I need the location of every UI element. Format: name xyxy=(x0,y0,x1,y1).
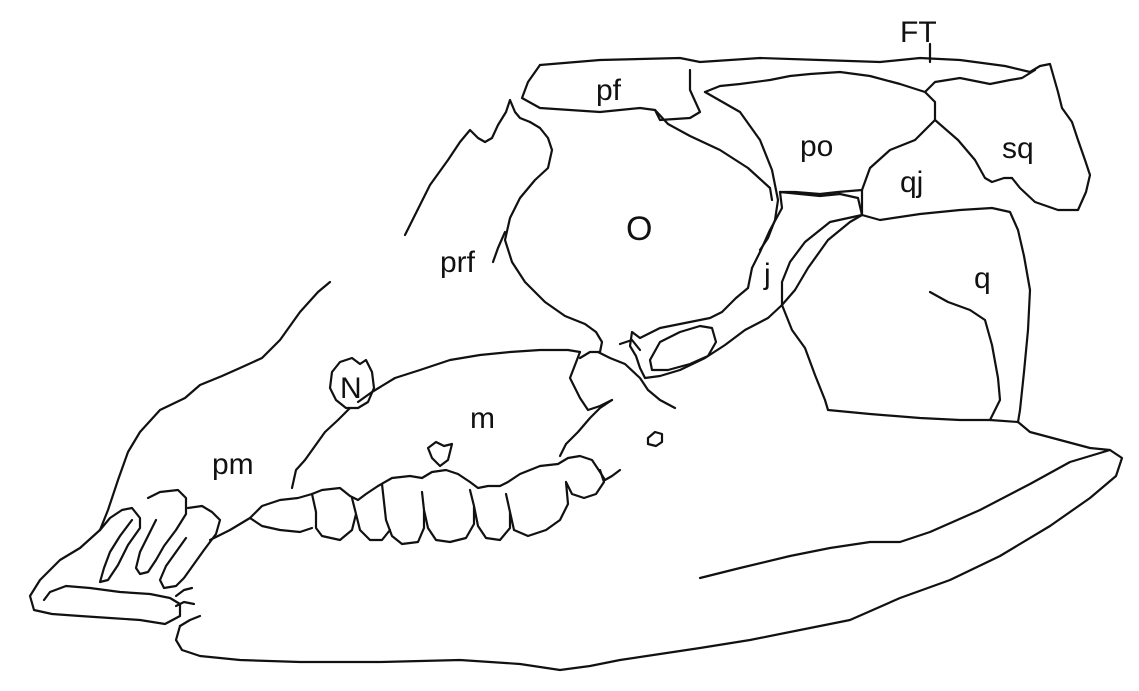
label-jugal: j xyxy=(763,258,771,291)
maxilla-tooth-marker xyxy=(428,442,452,466)
maxilla-dorsal-suture xyxy=(358,350,580,402)
label-postorbital: po xyxy=(800,130,833,163)
label-quadrate: q xyxy=(974,262,991,295)
label-squamosal: sq xyxy=(1002,132,1034,165)
quadratojugal-outline xyxy=(862,190,1030,422)
prefrontal-suture xyxy=(493,232,505,262)
frontal-notch xyxy=(925,70,1035,92)
tooth-row xyxy=(250,456,620,532)
canine-tusk xyxy=(30,530,180,624)
squamosal-outline xyxy=(935,120,1012,182)
quadrate-ridge xyxy=(930,292,1000,420)
label-prefrontal: prf xyxy=(440,246,476,279)
label-frontal-tip: FT xyxy=(900,16,937,49)
small-foramen xyxy=(648,432,662,446)
mandible-outline xyxy=(176,422,1122,670)
maxilla-jugal-suture xyxy=(570,352,612,410)
lacrimal-foramen xyxy=(650,326,716,370)
tooth-outlines xyxy=(312,470,604,544)
premaxilla-maxilla-suture xyxy=(292,408,350,488)
label-orbit: O xyxy=(626,210,652,248)
label-naris: N xyxy=(340,372,362,405)
snout-dorsal-outline xyxy=(100,282,330,530)
postorbital-front-edge xyxy=(705,92,778,250)
label-quadratojugal: qj xyxy=(900,166,923,199)
label-maxilla: m xyxy=(470,402,495,435)
premaxillary-teeth xyxy=(100,490,220,588)
label-postfrontal: pf xyxy=(596,74,622,107)
label-premaxilla: pm xyxy=(212,448,254,481)
jugal-outline xyxy=(630,192,862,378)
